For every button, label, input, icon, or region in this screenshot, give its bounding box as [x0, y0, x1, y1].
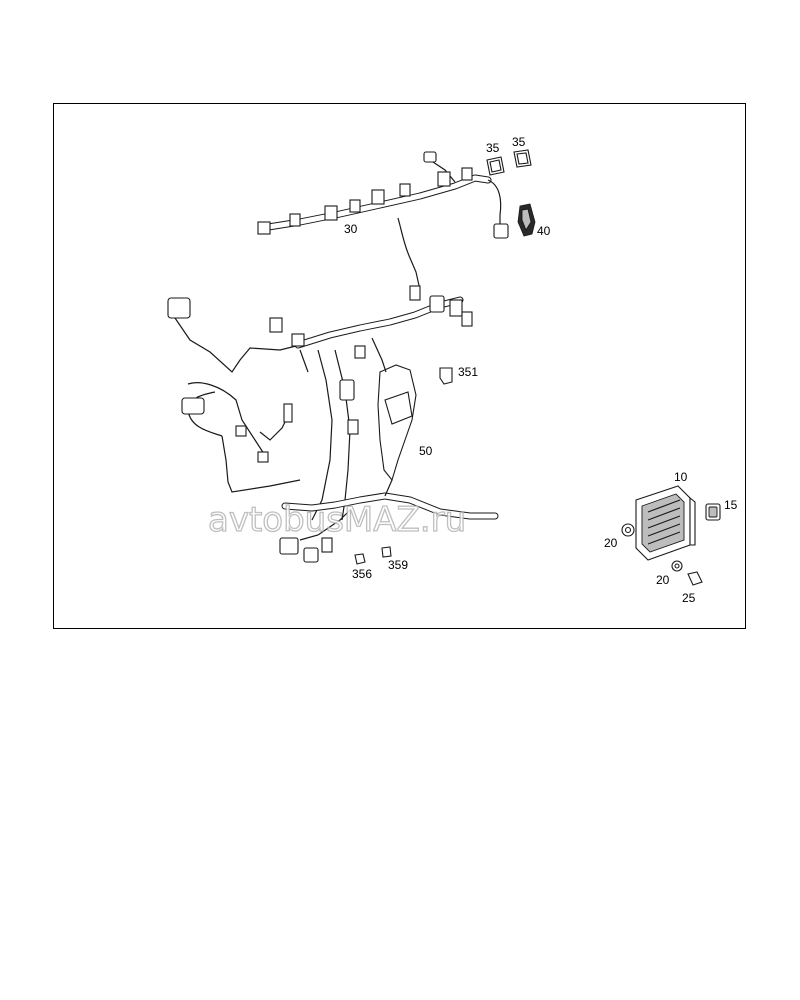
callout-359: 359	[388, 558, 408, 572]
callout-351: 351	[458, 365, 478, 379]
control-unit-10	[635, 485, 696, 561]
callout-20-right: 20	[656, 573, 670, 587]
part-20-right	[671, 560, 683, 572]
watermark: avtobusMAZ.ru	[208, 500, 466, 540]
callout-30: 30	[344, 222, 358, 236]
callout-40: 40	[537, 224, 551, 238]
callout-50: 50	[419, 444, 433, 458]
callout-labels: 30 35 35 40 351 50 10 15 20 20 25 356 35…	[344, 135, 738, 605]
diagram-frame	[53, 103, 746, 629]
callout-35-left: 35	[486, 141, 500, 155]
callout-25: 25	[682, 591, 696, 605]
part-25	[687, 571, 703, 586]
harness-30	[257, 151, 509, 291]
part-20-left	[621, 523, 635, 537]
callout-10: 10	[674, 470, 688, 484]
part-40	[517, 203, 536, 237]
harness-50	[167, 285, 499, 563]
seal-35-left	[486, 156, 505, 176]
part-351	[439, 367, 453, 385]
part-15	[705, 503, 721, 521]
callout-356: 356	[352, 567, 372, 581]
callout-35-right: 35	[512, 135, 526, 149]
callout-15: 15	[724, 498, 738, 512]
part-356	[354, 553, 366, 565]
seal-35-right	[513, 149, 532, 168]
callout-20-left: 20	[604, 536, 618, 550]
part-359	[381, 546, 392, 558]
